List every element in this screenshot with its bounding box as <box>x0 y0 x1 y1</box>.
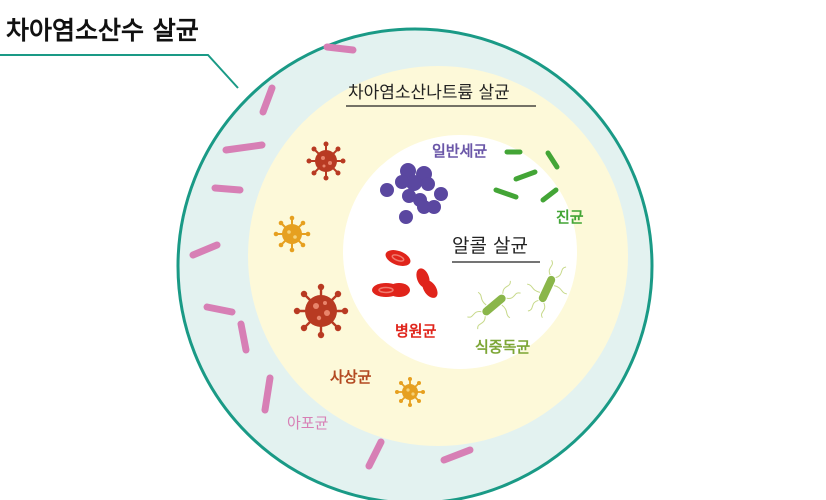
red-blood-cell-icon <box>385 250 411 266</box>
red-blood-cell-icon <box>422 280 438 298</box>
virus-icon <box>306 141 346 181</box>
spore-rod-icon <box>237 320 250 354</box>
rod-bacteria-icon <box>493 187 519 200</box>
spore-label: 아포균 <box>287 414 329 432</box>
inner-zone-label: 알콜 살균 <box>452 235 528 257</box>
red-blood-cell-icon <box>388 283 410 297</box>
spore-rod-icon <box>211 184 244 194</box>
rod-bacteria-group <box>493 149 560 203</box>
filamentous-fungi-label: 사상균 <box>330 368 372 386</box>
spore-rod-icon <box>440 446 474 464</box>
flagellated-bacteria-icon <box>527 259 567 319</box>
rod-bacteria-icon <box>540 187 559 203</box>
spore-rod-icon <box>323 43 357 54</box>
rod-bacteria-icon <box>545 150 560 170</box>
outer-zone-label: 차아염소산나트륨 살균 <box>348 83 510 103</box>
virus-icon <box>293 283 349 339</box>
inner-zone-circle <box>343 135 577 369</box>
spore-rod-icon <box>365 438 385 470</box>
spore-rod-icon <box>261 374 274 414</box>
title-leader-line <box>0 54 239 89</box>
spore-rod-icon <box>189 241 221 259</box>
blood-cell-highlights <box>378 254 405 294</box>
food-poisoning-label: 식중독균 <box>475 338 530 356</box>
rod-bacteria-icon <box>513 169 538 182</box>
virus-icon <box>273 215 311 253</box>
diagram-title: 차아염소산수 살균 <box>6 16 199 45</box>
spore-rod-icon <box>203 303 236 316</box>
general-bacteria-label: 일반세균 <box>432 142 487 160</box>
red-blood-cell-group <box>372 250 438 298</box>
bacteria-cluster-icon <box>380 163 448 224</box>
virus-icon <box>395 377 425 407</box>
pathogen-label: 병원균 <box>395 322 437 340</box>
flagellated-bacteria-icon <box>467 280 521 330</box>
spore-rods-group <box>189 43 474 470</box>
spore-rod-icon <box>222 141 266 154</box>
spore-rod-icon <box>259 84 276 116</box>
fungi-label: 진균 <box>556 208 584 226</box>
